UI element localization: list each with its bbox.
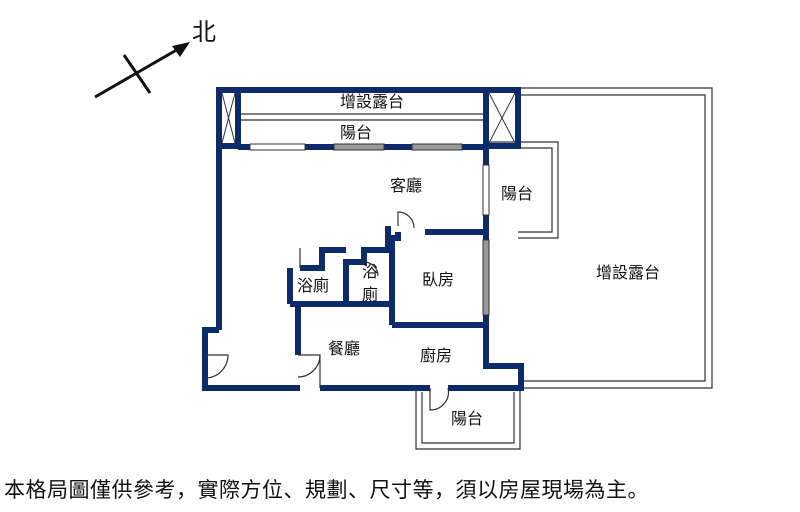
room-label-added-terrace-right: 增設露台: [596, 263, 661, 282]
room-label-balcony-bottom: 陽台: [451, 409, 484, 428]
column-cross: [221, 92, 516, 144]
room-label-bath-left: 浴廁: [297, 276, 330, 295]
room-label-balcony-top: 陽台: [340, 123, 373, 142]
room-label-dining-room: 餐廳: [328, 339, 361, 358]
room-label-balcony-right: 陽台: [501, 184, 534, 203]
room-label-added-terrace-top: 增設露台: [340, 92, 405, 111]
terrace-outline: [238, 87, 713, 450]
disclaimer-text: 本格局圖僅供參考，實際方位、規劃、尺寸等，須以房屋現場為主。: [4, 478, 649, 502]
windows: [249, 143, 490, 316]
room-label-bath-middle-2: 廁: [362, 285, 379, 304]
room-label-kitchen: 廚房: [420, 346, 453, 365]
room-label-bedroom: 臥房: [422, 270, 455, 289]
north-arrow-icon: [94, 42, 190, 99]
room-label-living-room: 客廳: [390, 176, 423, 195]
north-label: 北: [192, 18, 216, 46]
room-label-bath-middle-1: 浴: [362, 262, 379, 281]
doors: [204, 211, 450, 411]
